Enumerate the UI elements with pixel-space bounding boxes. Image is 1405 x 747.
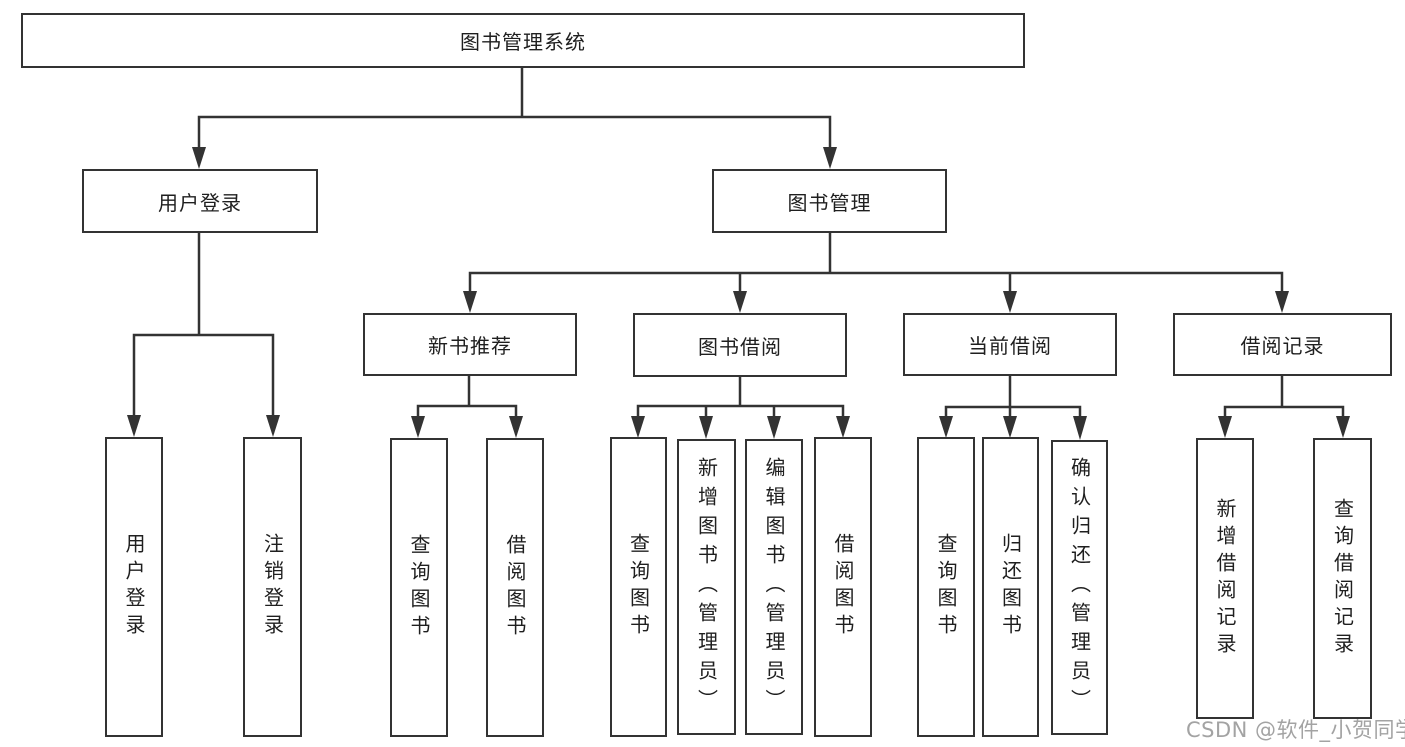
connector-paths [132,66,1345,420]
arrow-down-icon [463,291,477,313]
connector-bookmgmt-to-level3 [468,231,1284,295]
arrow-down-icon [767,416,781,439]
connector-bookborrow-to-leaves [636,375,845,420]
arrow-down-icon [939,416,953,438]
leaf-add-books-admin: 新增图书（管理员） [677,439,736,735]
node-library-system-root-label: 图书管理系统 [460,30,586,54]
arrow-down-icon [1218,416,1232,438]
node-borrow-records-label: 借阅记录 [1240,334,1325,358]
node-new-book-recommend: 新书推荐 [363,313,577,376]
leaf-return-books: 归还图书 [982,437,1039,737]
leaf-borrow-books-label: 借阅图书 [831,533,855,641]
node-current-borrow: 当前借阅 [903,313,1117,376]
node-borrow-records: 借阅记录 [1173,313,1392,376]
connector-userlogin-to-leaves [132,231,275,419]
connector-currentborrow-to-leaves [944,374,1082,420]
node-new-book-recommend-label: 新书推荐 [428,334,512,358]
leaf-confirm-return-admin-label: 确认归还（管理员） [1067,457,1092,718]
arrow-down-icon [823,147,837,169]
leaf-query-books-recommend: 查询图书 [390,438,448,737]
arrow-down-icon [699,416,713,439]
connector-borrowrecords-to-leaves [1223,374,1345,420]
leaf-edit-books-admin-label: 编辑图书（管理员） [762,456,786,718]
node-book-management: 图书管理 [712,169,947,233]
arrow-down-icon [192,147,206,169]
arrow-down-icon [1275,291,1289,313]
leaf-query-books-borrow-label: 查询图书 [626,533,651,641]
leaf-query-books-current-label: 查询图书 [934,533,958,641]
leaf-user-login-label: 用户登录 [122,533,146,641]
arrow-down-icon [127,415,141,437]
leaf-query-borrow-record: 查询借阅记录 [1313,438,1372,719]
arrow-down-icon [1003,416,1017,438]
arrow-down-icon [631,416,645,438]
arrow-down-icon [509,416,523,438]
leaf-add-books-admin-label: 新增图书（管理员） [694,456,719,718]
leaf-edit-books-admin: 编辑图书（管理员） [745,439,803,735]
arrow-down-icon [836,416,850,438]
node-library-system-root: 图书管理系统 [21,13,1025,68]
leaf-query-books-recommend-label: 查询图书 [407,533,431,642]
leaf-logout-label: 注销登录 [260,533,285,641]
leaf-add-borrow-record-label: 新增借阅记录 [1213,497,1237,660]
arrow-down-icon [733,291,747,313]
arrow-down-icon [1336,416,1350,438]
node-user-login-label: 用户登录 [158,190,242,215]
leaf-query-books-current: 查询图书 [917,437,975,737]
leaf-logout: 注销登录 [243,437,302,737]
node-book-borrow: 图书借阅 [633,313,847,377]
arrow-down-icon [1073,416,1087,440]
leaf-confirm-return-admin: 确认归还（管理员） [1051,440,1108,735]
connector-root-to-level2 [197,66,832,151]
leaf-borrow-books: 借阅图书 [814,437,872,737]
node-book-borrow-label: 图书借阅 [698,334,782,359]
node-book-management-label: 图书管理 [787,190,872,215]
leaf-add-borrow-record: 新增借阅记录 [1196,438,1254,719]
arrow-down-icon [1003,291,1017,313]
leaf-query-books-borrow: 查询图书 [610,437,667,737]
node-current-borrow-label: 当前借阅 [968,334,1052,358]
node-user-login: 用户登录 [82,169,318,233]
arrow-down-icon [411,416,425,438]
arrowhead-icons [127,147,1350,440]
leaf-borrow-books-recommend: 借阅图书 [486,438,544,737]
leaf-return-books-label: 归还图书 [998,533,1023,641]
arrow-down-icon [266,415,280,437]
leaf-user-login: 用户登录 [105,437,163,737]
connector-newbook-to-leaves [416,374,518,420]
leaf-query-borrow-record-label: 查询借阅记录 [1330,497,1355,660]
leaf-borrow-books-recommend-label: 借阅图书 [503,533,527,642]
csdn-watermark: CSDN @软件_小贺同学 [1186,718,1405,742]
